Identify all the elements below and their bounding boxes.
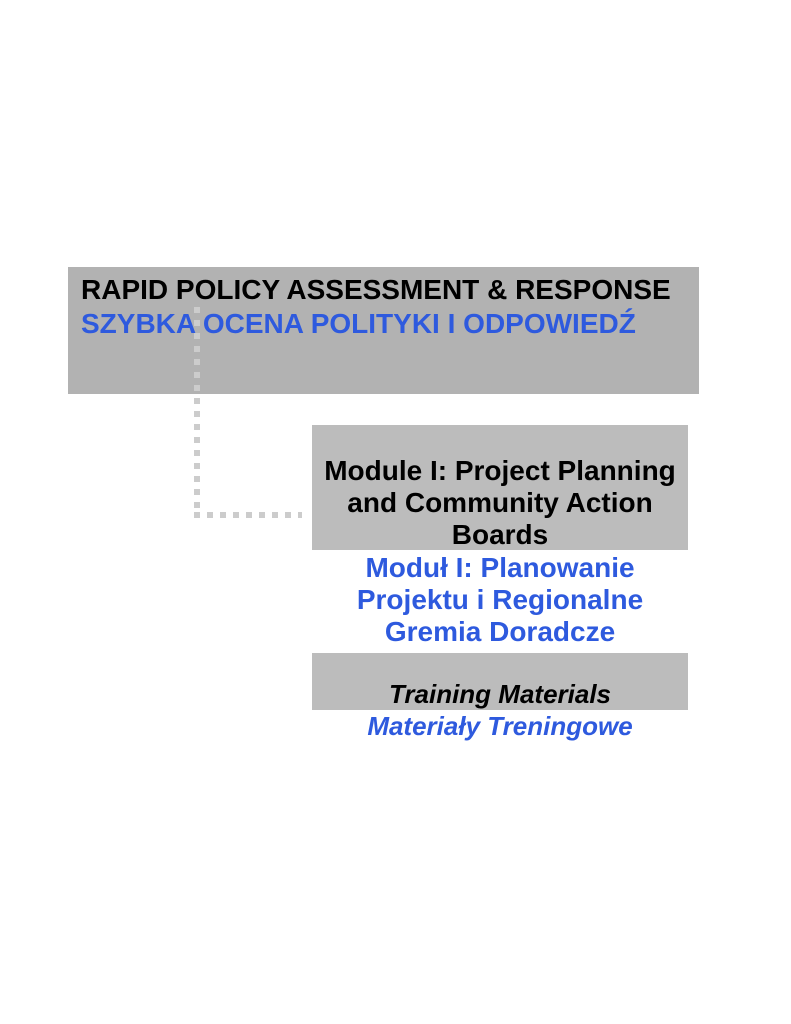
title-banner: RAPID POLICY ASSESSMENT & RESPONSE SZYBK… [68,267,699,394]
module-title-polish: Moduł I: Planowanie Projektu i Regionaln… [356,552,644,647]
module-title-box: Module I: Project Planning and Community… [312,425,688,550]
training-materials-english: Training Materials [388,679,612,709]
training-materials-polish: Materiały Treningowe [367,711,633,741]
dotted-connector-vertical [194,307,200,518]
dotted-connector-horizontal [194,512,302,518]
training-materials-box: Training Materials [312,653,688,710]
banner-title-polish: SZYBKA OCENA POLITYKI I ODPOWIEDŹ [81,308,636,339]
banner-title-english: RAPID POLICY ASSESSMENT & RESPONSE [81,274,671,305]
module-title-english: Module I: Project Planning and Community… [324,455,676,550]
